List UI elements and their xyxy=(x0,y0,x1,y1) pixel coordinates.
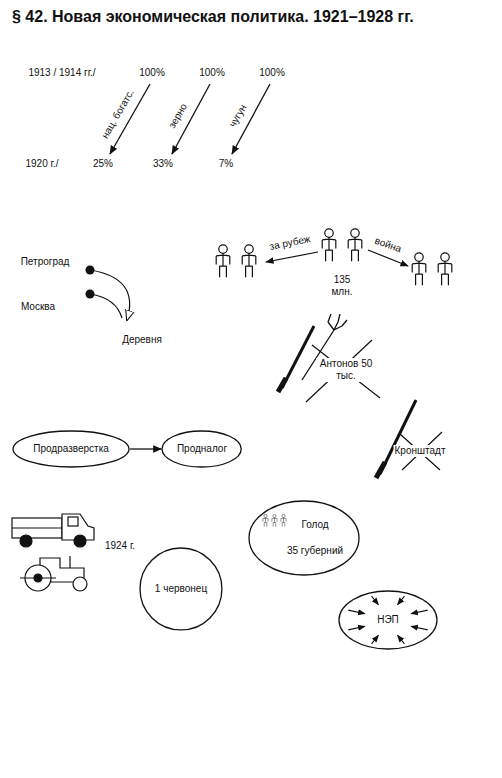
label-text: 1924 г. xyxy=(104,540,136,552)
label-text: 33% xyxy=(152,158,174,170)
node-text: Голод xyxy=(301,519,328,531)
label-text: 100% xyxy=(258,67,286,79)
label-text: Петроград xyxy=(20,256,71,268)
ellipse-node: Продналог xyxy=(161,430,242,468)
label-text: чугун xyxy=(226,102,250,131)
antonov-uprising xyxy=(278,314,380,402)
tractor xyxy=(20,556,87,591)
node-outline xyxy=(248,500,360,576)
ellipse-node: Голод 35 губерний xyxy=(248,500,360,576)
node-text: 1 червонец xyxy=(155,583,207,595)
node-text: Продналог xyxy=(177,443,227,455)
famine-figures xyxy=(263,514,286,526)
label-text: Антонов 50 тыс. xyxy=(316,358,376,382)
label-text: Кронштадт xyxy=(394,445,447,457)
truck xyxy=(12,514,94,547)
node-text: НЭП xyxy=(377,614,399,626)
city-migration xyxy=(86,266,130,321)
label-text: за рубеж xyxy=(268,233,313,253)
label-text: нац. богатс. xyxy=(99,86,138,141)
node-text: Продразверстка xyxy=(33,443,109,455)
page-title: § 42. Новая экономическая политика. 1921… xyxy=(12,8,414,26)
circle-node: 1 червонец xyxy=(139,547,223,631)
label-text: 135 млн. xyxy=(324,274,360,298)
ellipse-node: Продразверстка xyxy=(12,430,130,468)
label-text: 7% xyxy=(218,158,234,170)
label-text: Москва xyxy=(20,301,56,313)
label-text: Деревня xyxy=(121,334,163,346)
label-text: 100% xyxy=(198,67,226,79)
nep-inward-arrows xyxy=(348,596,427,644)
label-text: 1920 г./ xyxy=(24,158,59,170)
label-text: 1913 / 1914 гг./ xyxy=(27,67,96,79)
label-text: война xyxy=(372,234,404,255)
node-text: 35 губерний xyxy=(287,545,343,557)
flow-arrow xyxy=(130,448,161,449)
ellipse-node: НЭП xyxy=(338,590,438,650)
kronstadt-uprising xyxy=(376,400,442,478)
label-text: 25% xyxy=(92,158,114,170)
label-text: 100% xyxy=(138,67,166,79)
